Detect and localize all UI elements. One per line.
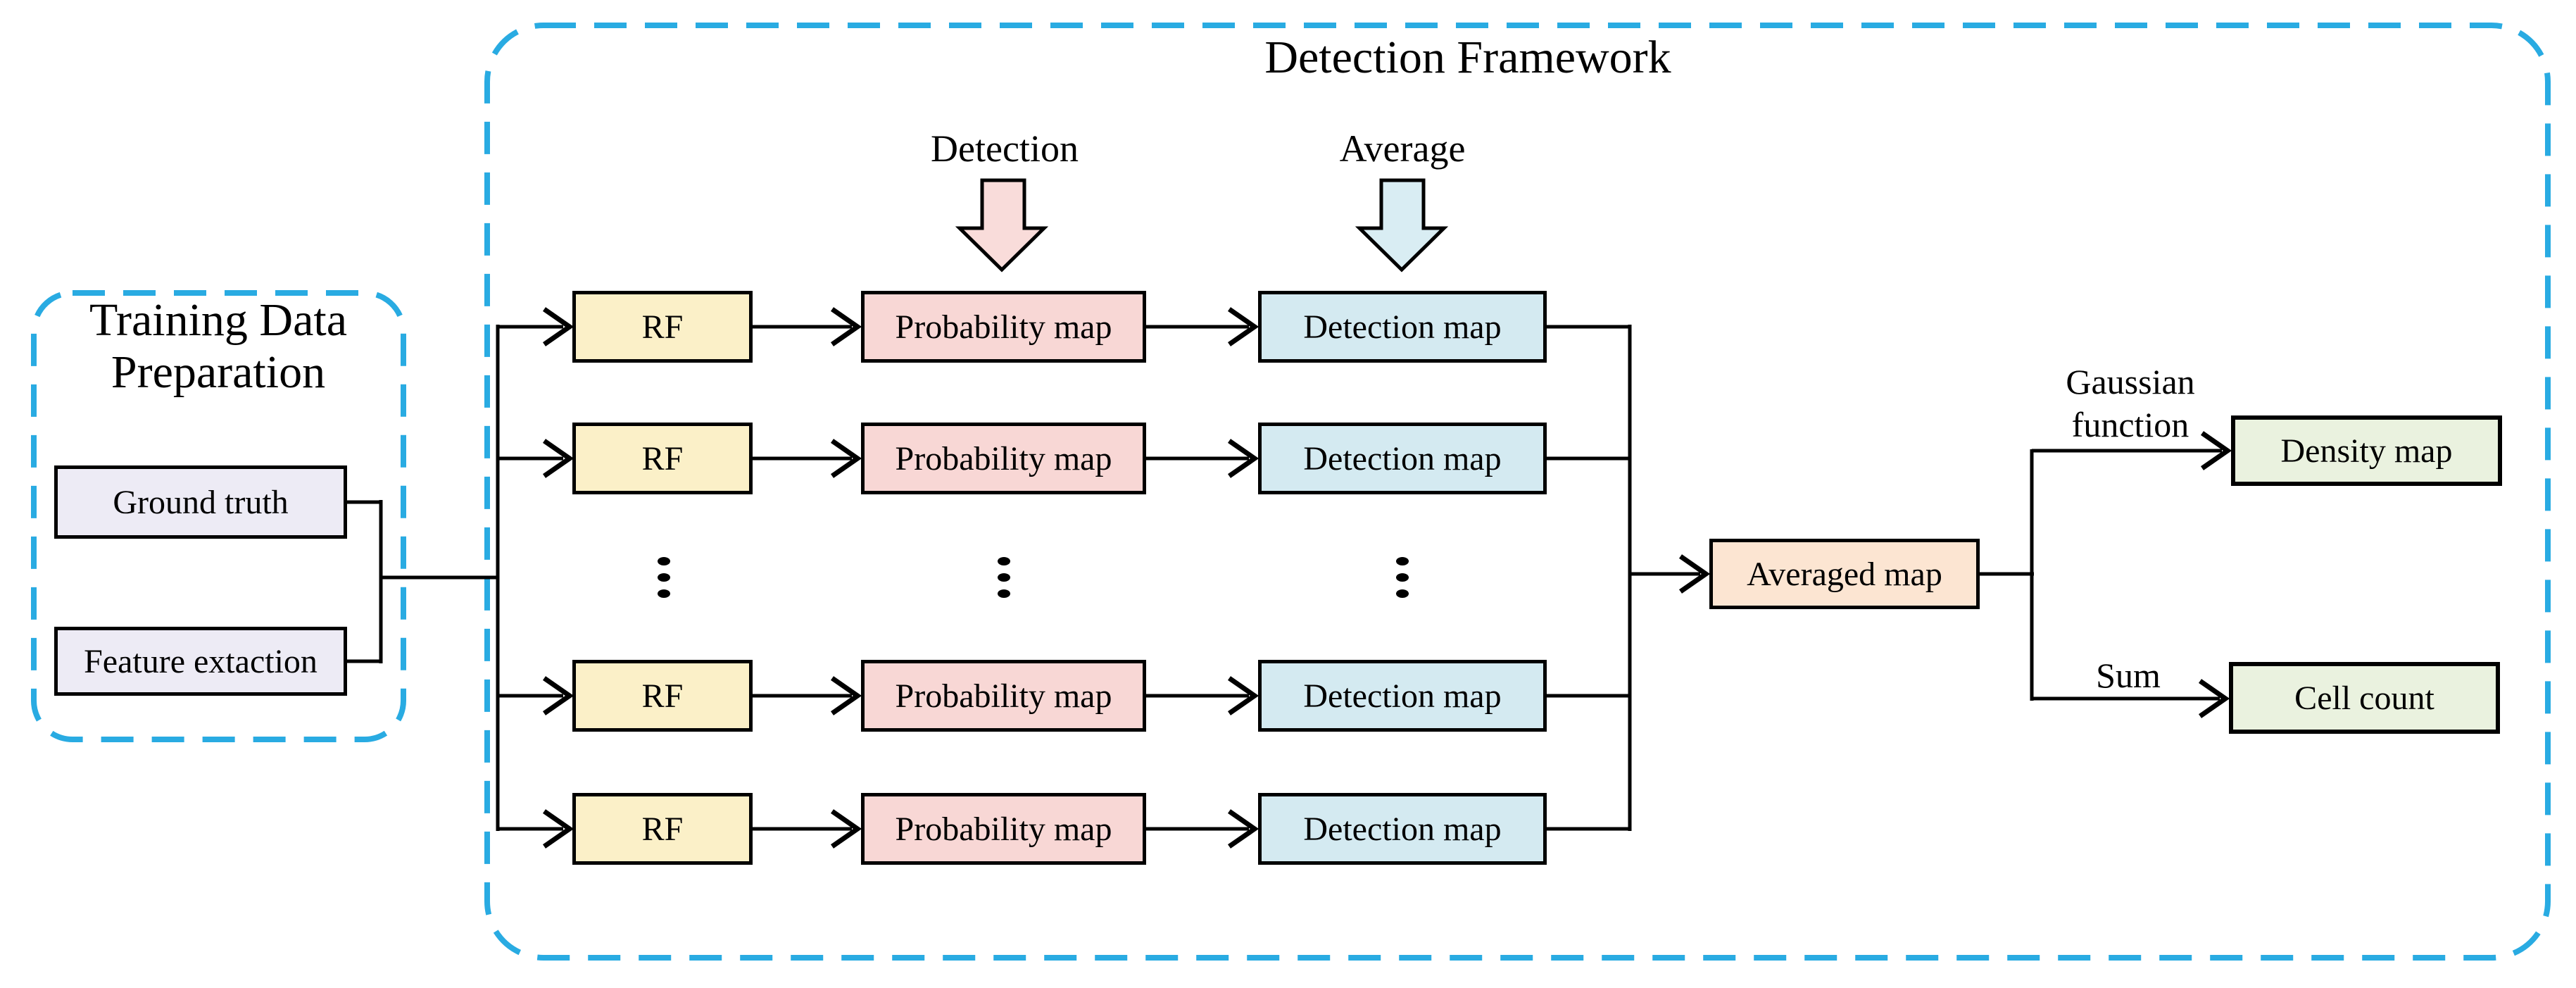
probability-to-detection-lines [1146,325,1249,831]
arrowheads [543,307,2232,849]
node-density-map: Density map [2231,415,2502,486]
node-rf-4: RF [572,793,753,865]
rf-to-probability-lines [753,325,852,831]
detection-annotation: Detection [931,127,1079,170]
training-title-line2: Preparation [111,346,326,398]
arrowhead [1228,307,1259,346]
arrowhead [543,307,574,346]
node-averaged-map: Averaged map [1709,539,1980,609]
node-rf-3: RF [572,660,753,732]
node-rf-2: RF [572,423,753,494]
gaussian-label-line1: Gaussian [2066,362,2195,401]
node-probability-map-2: Probability map [861,423,1146,494]
ellipsis-dot [658,573,670,582]
node-feature-extraction: Feature extaction [54,627,347,696]
arrowhead [543,809,574,849]
average-arrow [1355,178,1449,273]
node-probability-map-4: Probability map [861,793,1146,865]
row-input-lines [498,325,563,831]
training-junction-lines [347,325,500,831]
arrowhead [831,676,862,715]
ellipsis-dot [1396,573,1409,582]
node-probability-map-1: Probability map [861,291,1146,363]
node-detection-map-3: Detection map [1258,660,1547,732]
arrowhead [543,439,574,478]
arrowhead [1679,554,1711,594]
ellipsis-dot [998,589,1010,598]
training-panel-title: Training Data Preparation [42,294,394,399]
node-rf-1: RF [572,291,753,363]
gaussian-label-line2: function [2071,405,2189,444]
detection-arrow [955,178,1049,273]
arrowhead [831,809,862,849]
arrowhead [1228,439,1259,478]
node-detection-map-1: Detection map [1258,291,1547,363]
gaussian-function-label: Gaussian function [1990,361,2271,446]
arrowhead [1228,676,1259,715]
ellipsis-dot [658,589,670,598]
ellipsis-dot [658,557,670,565]
arrowhead [543,676,574,715]
training-title-line1: Training Data [89,294,348,346]
node-ground-truth: Ground truth [54,465,347,539]
ellipsis-dot [998,573,1010,582]
sum-label: Sum [2096,656,2161,695]
framework-title: Detection Framework [1264,32,1671,83]
output-branch-lines [1980,449,2222,701]
node-detection-map-4: Detection map [1258,793,1547,865]
arrowhead [2199,679,2230,718]
arrowhead [1228,809,1259,849]
node-detection-map-2: Detection map [1258,423,1547,494]
ellipsis-dot [1396,589,1409,598]
node-probability-map-3: Probability map [861,660,1146,732]
detection-collector-lines [1547,325,1700,831]
training-panel-border [31,290,406,742]
arrowhead [831,307,862,346]
ellipsis-dots [658,557,1409,598]
ellipsis-dot [1396,557,1409,565]
detection-framework-border [484,23,2551,961]
node-cell-count: Cell count [2229,662,2500,734]
arrowhead [831,439,862,478]
ellipsis-dot [998,557,1010,565]
arrowhead [2201,431,2232,470]
average-annotation: Average [1339,127,1466,170]
